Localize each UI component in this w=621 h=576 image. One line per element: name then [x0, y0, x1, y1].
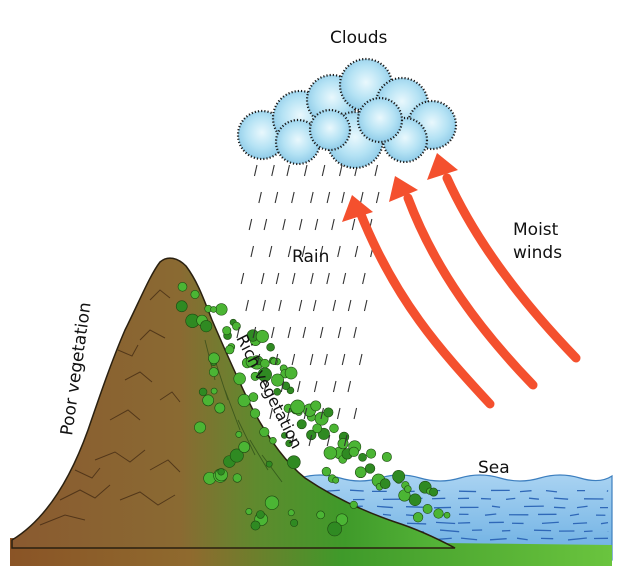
- cloud: [236, 57, 458, 170]
- wind-arrow-2-head: [389, 176, 418, 202]
- label-rain: Rain: [292, 247, 329, 267]
- label-poor-vegetation: Poor vegetation: [57, 301, 95, 437]
- label-clouds: Clouds: [330, 28, 388, 48]
- wind-arrow-2: [403, 193, 538, 390]
- label-moist-winds-1: Moist: [513, 220, 559, 240]
- wind-arrow-3: [442, 173, 581, 363]
- rain-drops: [236, 164, 380, 447]
- moist-wind-arrows: [342, 153, 581, 409]
- wind-arrow-1: [355, 207, 495, 409]
- wind-arrow-3-head: [427, 153, 458, 180]
- label-sea: Sea: [478, 458, 510, 478]
- mountain: [11, 257, 456, 549]
- wind-arrow-1-head: [342, 195, 373, 222]
- rich-vegetation-foliage: [175, 282, 451, 537]
- label-moist-winds-2: winds: [513, 243, 562, 263]
